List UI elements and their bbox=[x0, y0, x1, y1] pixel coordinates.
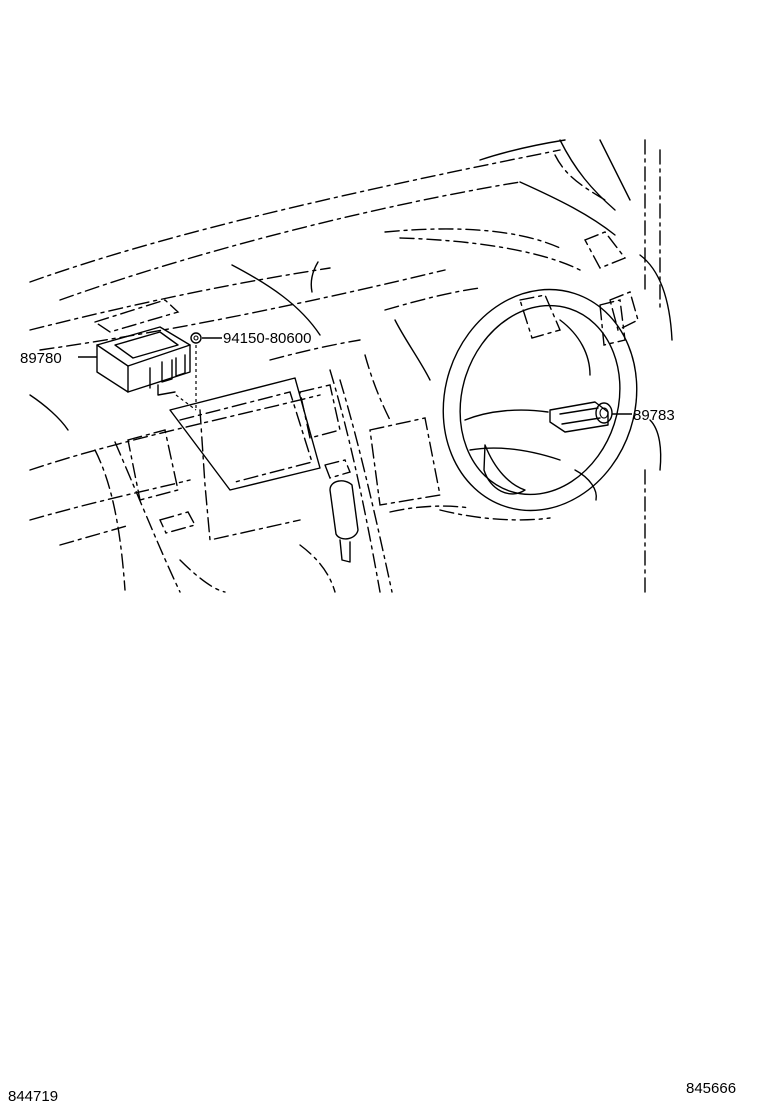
footer-code-right: 845666 bbox=[686, 1080, 737, 1097]
control-module-89780 bbox=[96, 326, 191, 396]
steering-wheel bbox=[442, 288, 638, 512]
dashboard-outline bbox=[29, 139, 673, 593]
callout-94150-80600: 94150-80600 bbox=[223, 330, 311, 347]
footer-code-left: 844719 bbox=[8, 1088, 59, 1105]
switch-89783 bbox=[549, 401, 613, 433]
nut-94150-80600 bbox=[175, 332, 202, 411]
callout-89783: 89783 bbox=[633, 407, 675, 424]
callout-89780: 89780 bbox=[20, 350, 62, 367]
